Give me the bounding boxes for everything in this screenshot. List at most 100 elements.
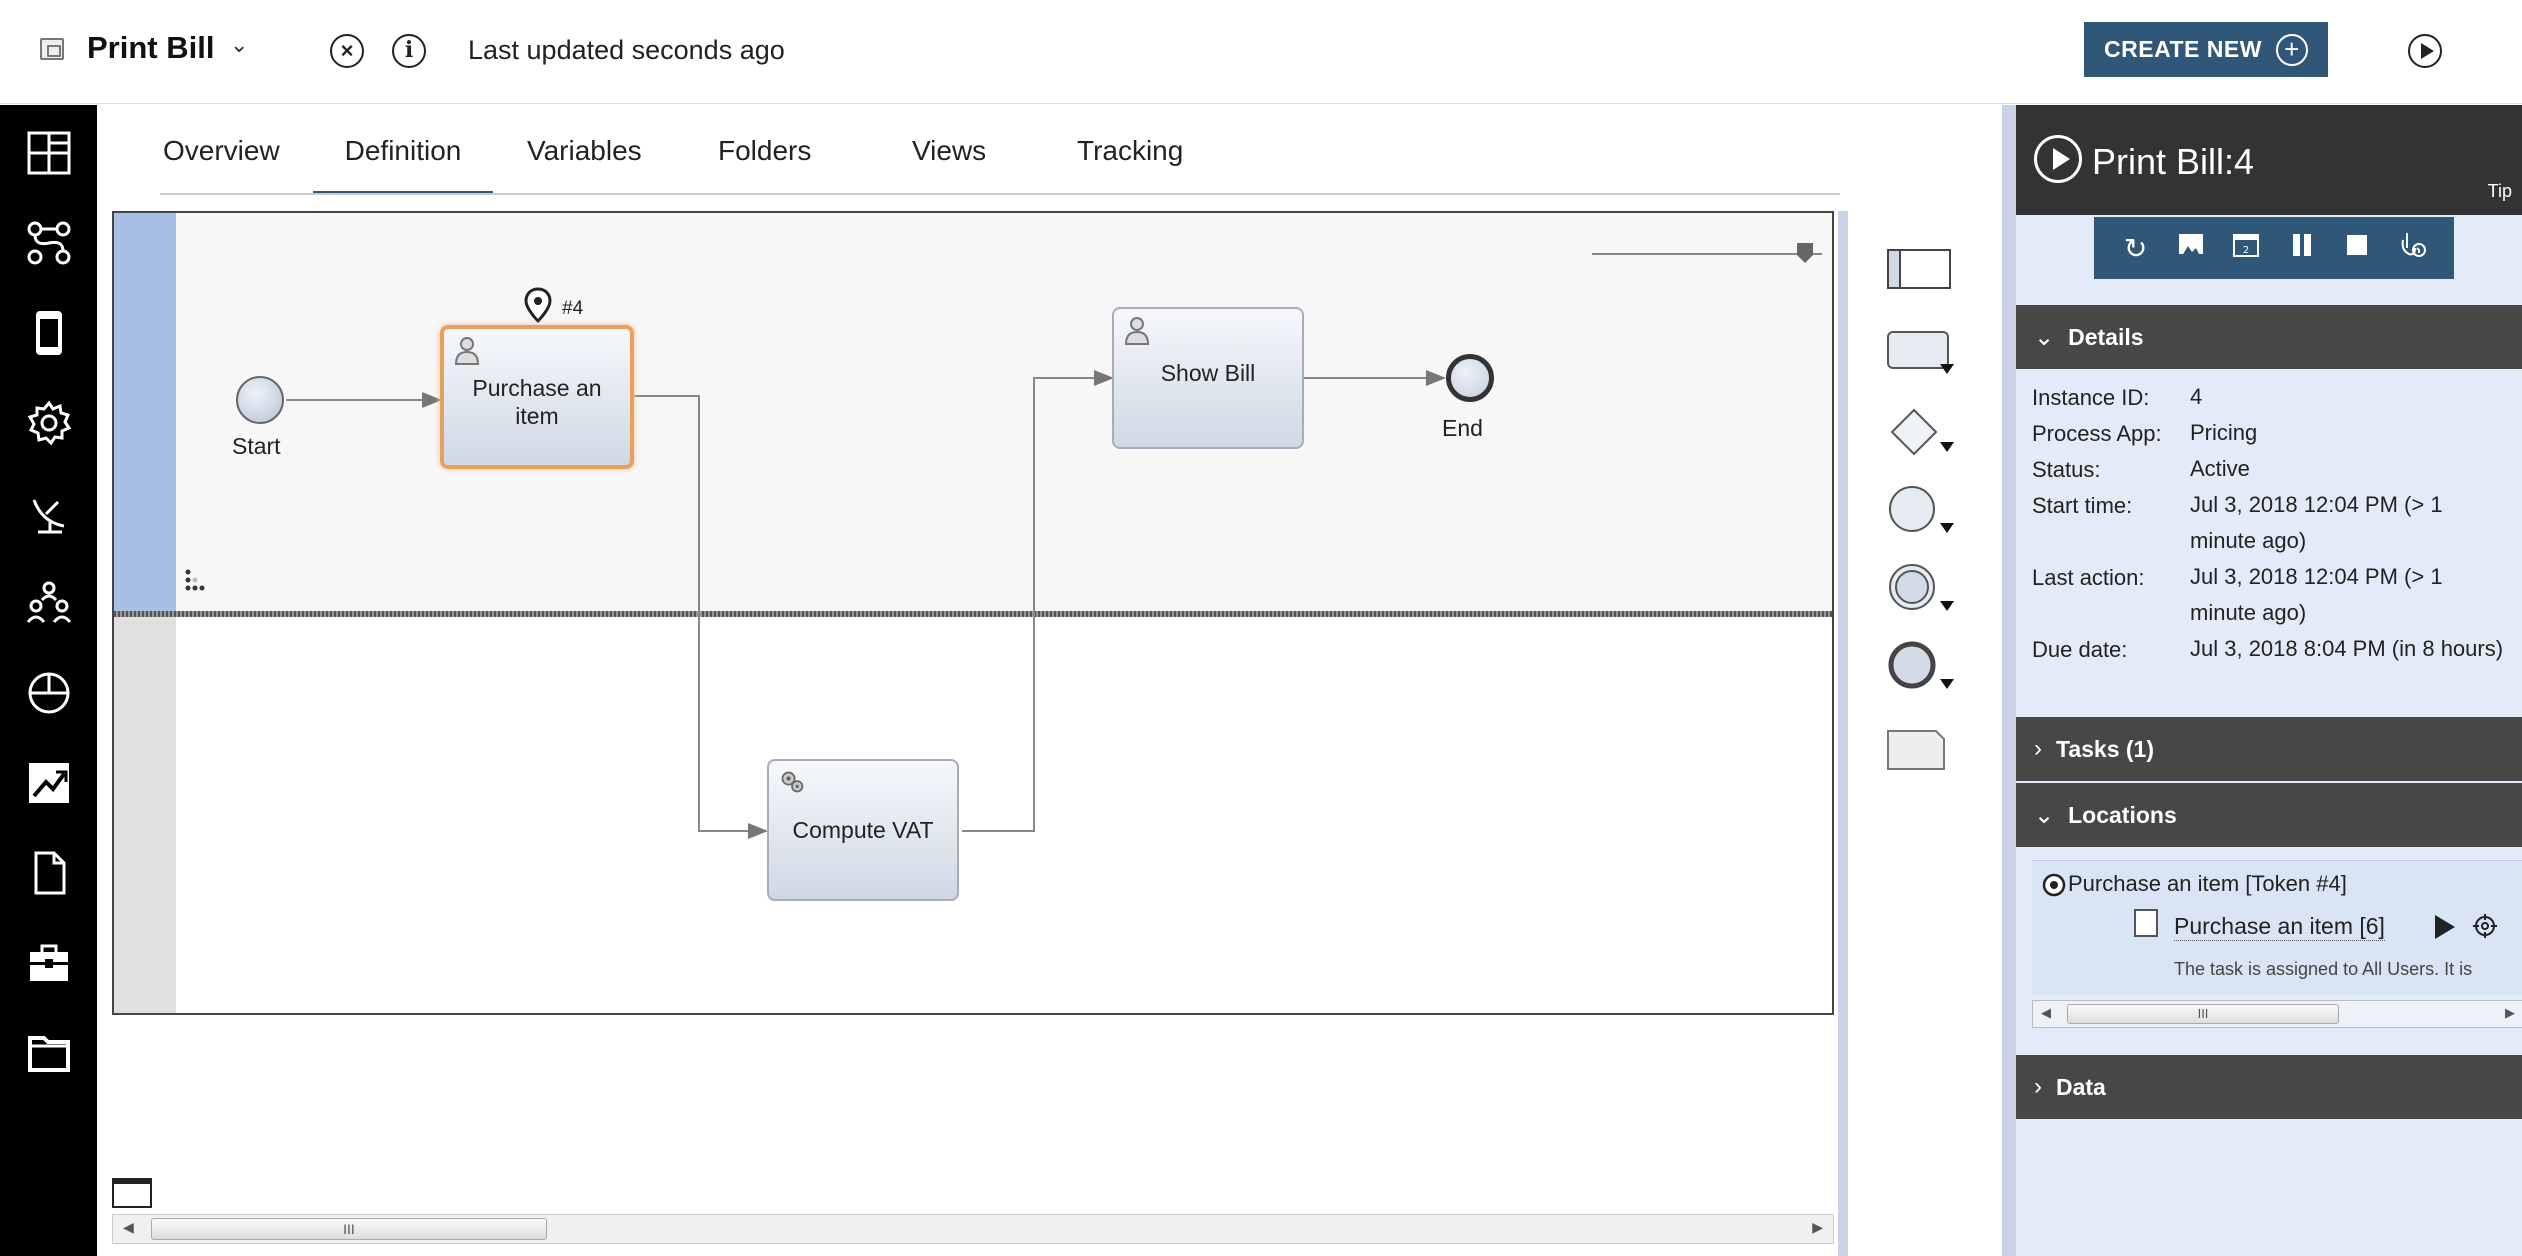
- palette-activity-icon[interactable]: [1886, 330, 1956, 380]
- satellite-icon[interactable]: [0, 473, 97, 553]
- details-section-header[interactable]: ⌄ Details: [2016, 305, 2522, 369]
- detail-value: Active: [2190, 456, 2250, 481]
- process-diagram-canvas[interactable]: Start End #4 Purchase an item Show Bill …: [112, 211, 1834, 1015]
- locations-horizontal-scrollbar[interactable]: ◀ III ▶: [2032, 1000, 2522, 1028]
- task-purchase-label: Purchase an item: [472, 375, 602, 429]
- play-circle-icon[interactable]: [2408, 34, 2442, 68]
- data-section-label: Data: [2056, 1073, 2106, 1100]
- swimlane-1: [114, 213, 1832, 613]
- folder-icon[interactable]: [0, 1013, 97, 1093]
- toolbox-icon[interactable]: [0, 923, 97, 1003]
- plus-circle-icon: +: [2275, 33, 2308, 66]
- lane-grip-icon[interactable]: [184, 568, 214, 598]
- task-compute-vat-label: Compute VAT: [792, 817, 934, 843]
- scroll-right-arrow-icon[interactable]: ▶: [2505, 1005, 2515, 1020]
- end-event[interactable]: [1446, 354, 1494, 402]
- close-circle-icon[interactable]: ×: [330, 34, 364, 68]
- location-task-link[interactable]: Purchase an item [6]: [2174, 913, 2385, 941]
- details-section-label: Details: [2068, 323, 2144, 350]
- scrollbar-thumb[interactable]: III: [2067, 1004, 2339, 1024]
- task-show-bill[interactable]: Show Bill: [1112, 307, 1304, 449]
- page-title[interactable]: Print Bill: [87, 30, 215, 65]
- swimlane-2: [114, 616, 1832, 1013]
- settings-icon[interactable]: [0, 383, 97, 463]
- chevron-down-icon: ⌄: [2034, 801, 2055, 829]
- run-task-icon[interactable]: [2435, 915, 2455, 939]
- token-location-icon[interactable]: [523, 287, 553, 323]
- scrollbar-thumb[interactable]: III: [151, 1218, 547, 1240]
- create-new-button[interactable]: CREATE NEW +: [2084, 22, 2328, 77]
- team-icon[interactable]: [0, 563, 97, 643]
- document-icon[interactable]: [0, 833, 97, 913]
- tasks-section-label: Tasks (1): [2056, 735, 2155, 762]
- detail-value: 4: [2190, 384, 2203, 409]
- mobile-icon[interactable]: [0, 293, 97, 373]
- tab-overview[interactable]: Overview: [163, 135, 280, 166]
- start-event[interactable]: [236, 376, 284, 424]
- palette-end-event-icon[interactable]: [1886, 639, 1956, 695]
- chevron-right-icon: ›: [2034, 735, 2042, 762]
- chevron-down-icon[interactable]: ⌄: [230, 32, 249, 57]
- top-header: Print Bill ⌄ × i Last updated seconds ag…: [0, 0, 2522, 104]
- tip-link[interactable]: Tip: [2487, 181, 2512, 201]
- location-task-description: The task is assigned to All Users. It is: [2174, 959, 2473, 979]
- instance-details-panel: Print Bill:4 Tip ↻ 2 ⌄ Details Instance …: [2016, 105, 2522, 1256]
- swimlane-2-header[interactable]: [114, 616, 176, 1013]
- expand-window-icon[interactable]: [112, 1178, 152, 1208]
- stop-icon[interactable]: [2337, 230, 2377, 267]
- palette-start-event-icon[interactable]: [1886, 483, 1956, 539]
- shape-palette: [1834, 211, 1954, 771]
- zoom-slider-track[interactable]: [1592, 253, 1822, 255]
- detail-key: Last action:: [2032, 565, 2145, 590]
- detail-value: Pricing: [2190, 420, 2258, 445]
- last-updated-text: Last updated seconds ago: [468, 35, 785, 65]
- task-compute-vat[interactable]: Compute VAT: [767, 759, 959, 901]
- calendar-icon[interactable]: 2: [2226, 230, 2266, 267]
- open-inspector-icon[interactable]: [2171, 230, 2211, 267]
- data-section-header[interactable]: › Data: [2016, 1055, 2522, 1119]
- detail-value: Jul 3, 2018 12:04 PM (> 1 minute ago): [2190, 564, 2443, 625]
- canvas-horizontal-scrollbar[interactable]: ◀ III ▶: [112, 1214, 1834, 1244]
- zoom-slider-handle[interactable]: [1797, 243, 1813, 263]
- palette-gateway-icon[interactable]: [1886, 406, 1956, 462]
- panel-title: Print Bill:4: [2092, 141, 2255, 182]
- refresh-icon[interactable]: ↻: [2123, 232, 2148, 264]
- palette-intermediate-event-icon[interactable]: [1886, 561, 1956, 617]
- tab-tracking[interactable]: Tracking: [1077, 135, 1184, 166]
- pie-chart-icon[interactable]: [0, 653, 97, 733]
- service-task-gears-icon: [781, 771, 804, 793]
- swimlane-1-header[interactable]: [114, 213, 176, 613]
- scroll-right-arrow-icon[interactable]: ▶: [1812, 1219, 1823, 1235]
- tab-underline: [160, 193, 1840, 195]
- dashboard-icon[interactable]: [0, 113, 97, 193]
- chevron-down-icon: ⌄: [2034, 323, 2055, 351]
- palette-lane-icon[interactable]: [1886, 248, 1952, 292]
- panel-splitter[interactable]: [2002, 105, 2016, 1256]
- token-marker-label: #4: [562, 298, 584, 319]
- detail-key: Status:: [2032, 457, 2101, 482]
- tasks-section-header[interactable]: › Tasks (1): [2016, 717, 2522, 781]
- task-document-icon: [2134, 909, 2158, 937]
- trend-icon[interactable]: [0, 743, 97, 823]
- locate-target-icon[interactable]: [2472, 913, 2498, 939]
- task-purchase-an-item[interactable]: Purchase an item: [440, 325, 634, 469]
- detail-key: Instance ID:: [2032, 385, 2150, 410]
- info-icon[interactable]: i: [392, 34, 426, 68]
- tab-bar: Overview Definition Variables Folders Vi…: [97, 105, 1837, 195]
- locations-section-header[interactable]: ⌄ Locations: [2016, 783, 2522, 847]
- detail-key: Due date:: [2032, 637, 2128, 662]
- tab-variables[interactable]: Variables: [527, 135, 642, 166]
- svg-text:2: 2: [2243, 245, 2249, 256]
- move-token-icon[interactable]: [2392, 230, 2432, 267]
- play-circle-icon: [2034, 135, 2082, 183]
- tab-definition[interactable]: Definition: [313, 135, 493, 195]
- tab-views[interactable]: Views: [912, 135, 987, 166]
- lane-divider[interactable]: [114, 611, 1832, 617]
- pause-icon[interactable]: [2282, 230, 2322, 267]
- scroll-left-arrow-icon[interactable]: ◀: [2041, 1005, 2051, 1020]
- palette-note-icon[interactable]: [1886, 729, 1948, 773]
- left-nav: [0, 105, 97, 1256]
- process-icon[interactable]: [0, 203, 97, 283]
- scroll-left-arrow-icon[interactable]: ◀: [123, 1219, 134, 1235]
- tab-folders[interactable]: Folders: [718, 135, 812, 166]
